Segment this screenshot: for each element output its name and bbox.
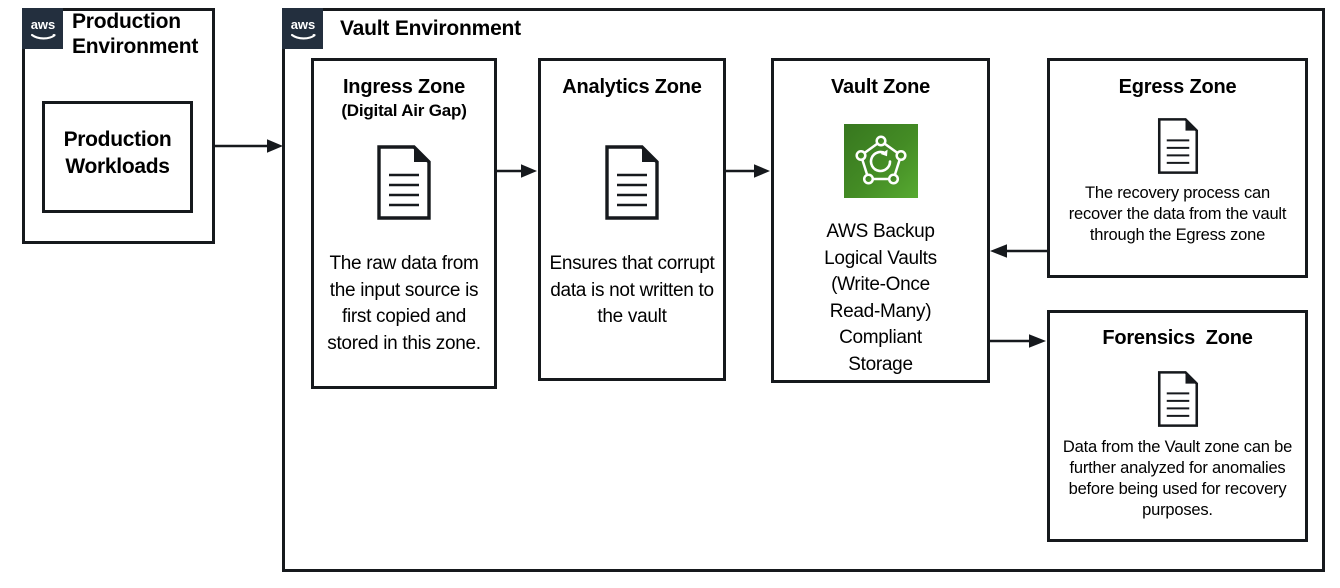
- egress-zone-title: Egress Zone: [1118, 76, 1237, 98]
- analytics-zone-box: Analytics Zone Ensures that corrupt data…: [538, 58, 726, 381]
- analytics-zone-title: Analytics Zone: [562, 76, 702, 98]
- arrow-vault-to-forensics: [990, 334, 1046, 348]
- document-icon: [1157, 118, 1198, 174]
- forensics-zone-title: Forensics Zone: [1102, 327, 1253, 349]
- egress-zone-description: The recovery process can recover the dat…: [1068, 184, 1287, 244]
- vault-zone-box: Vault Zone: [771, 58, 990, 383]
- ingress-zone-description: The raw data from the input source is fi…: [327, 253, 481, 354]
- production-workloads-box: Production Workloads: [42, 101, 193, 213]
- aws-logo-icon: aws: [22, 8, 63, 49]
- forensics-zone-description: Data from the Vault zone can be further …: [1062, 438, 1293, 519]
- arrow-production-to-vault-environment: [215, 139, 283, 153]
- vault-zone-title: Vault Zone: [830, 76, 931, 98]
- forensics-zone-box: Forensics Zone Data from the Vault zone …: [1047, 310, 1308, 542]
- vault-zone-caption: AWS Backup Logical Vaults (Write-Once Re…: [824, 221, 937, 375]
- aws-backup-icon: [843, 124, 918, 198]
- document-icon: [377, 145, 431, 220]
- ingress-zone-box: Ingress Zone (Digital Air Gap) The raw d…: [311, 58, 497, 389]
- arrow-egress-to-vault: [990, 244, 1048, 258]
- svg-text:aws: aws: [290, 17, 315, 32]
- vault-environment-title: Vault Environment: [340, 17, 521, 40]
- aws-logo-icon: aws: [282, 8, 323, 49]
- ingress-zone-subtitle: (Digital Air Gap): [341, 101, 467, 120]
- ingress-zone-title: Ingress Zone: [342, 76, 466, 98]
- production-environment-title: Production Environment: [72, 10, 199, 58]
- arrow-ingress-to-analytics: [497, 164, 537, 178]
- egress-zone-box: Egress Zone The recovery process can rec…: [1047, 58, 1308, 278]
- document-icon: [1157, 371, 1198, 427]
- analytics-zone-description: Ensures that corrupt data is not written…: [549, 253, 715, 327]
- document-icon: [605, 145, 659, 220]
- production-workloads-label: Production Workloads: [63, 128, 172, 178]
- svg-text:aws: aws: [30, 17, 55, 32]
- arrow-analytics-to-vault: [726, 164, 770, 178]
